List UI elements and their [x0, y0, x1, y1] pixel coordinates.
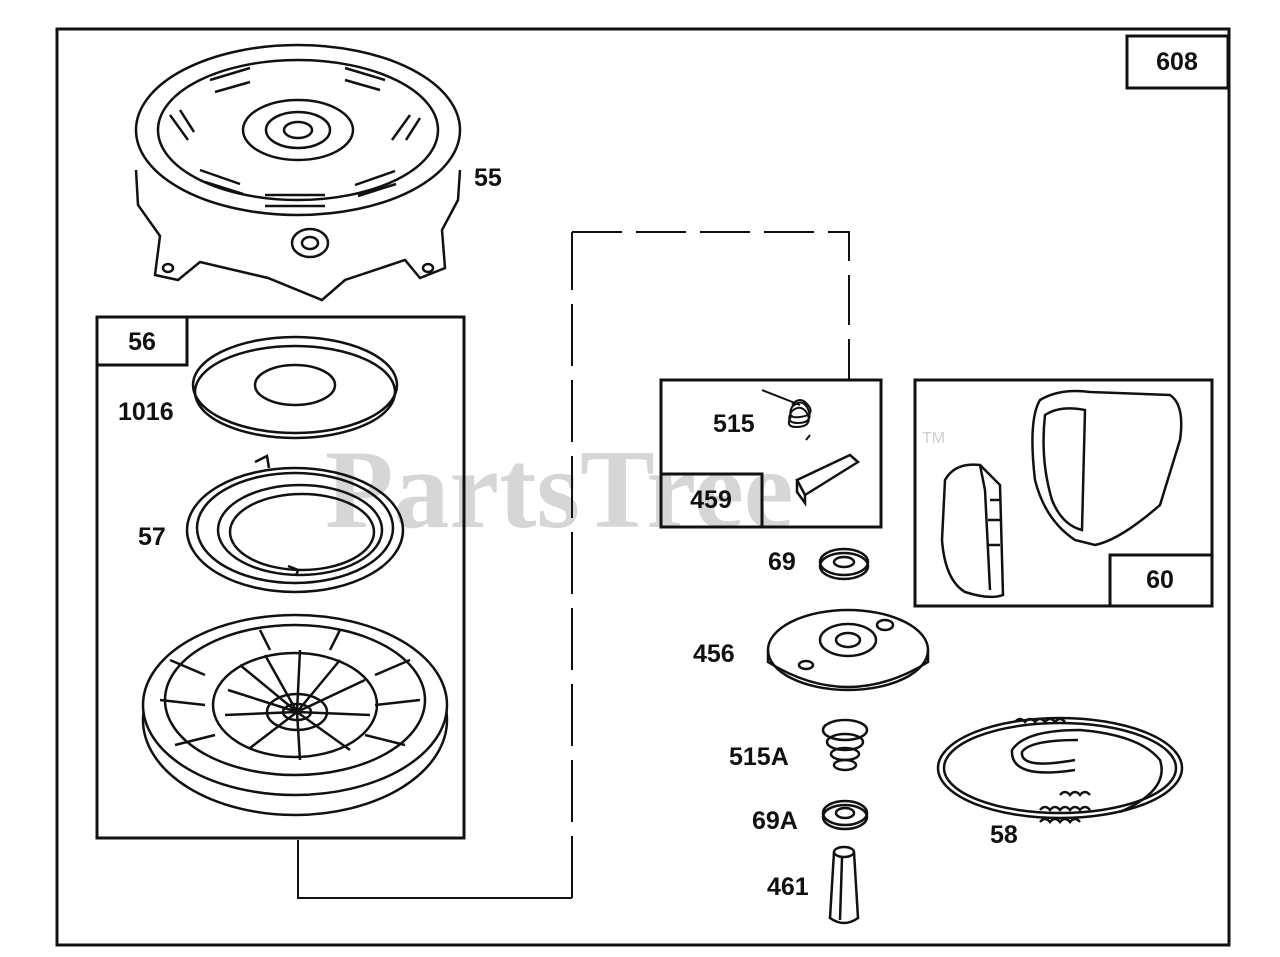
- group-60-box: [913, 378, 1214, 608]
- diagram-frame: [55, 27, 1231, 947]
- callout-60: 60: [1146, 566, 1174, 594]
- callout-55: 55: [474, 164, 502, 192]
- callout-69A: 69A: [752, 807, 798, 835]
- part-57-spring: [185, 454, 405, 594]
- callout-515: 515: [713, 410, 755, 438]
- group-459-box: [659, 378, 883, 529]
- callout-56: 56: [128, 328, 156, 356]
- part-459-pawl: [795, 453, 861, 507]
- assembly-number-box: 608: [1125, 34, 1230, 90]
- part-456-retainer: [766, 608, 930, 692]
- part-69-washer: [818, 547, 870, 581]
- part-60-handle: [940, 389, 1183, 599]
- part-55-starter-housing: [134, 43, 462, 302]
- watermark-tm: TM: [922, 430, 945, 447]
- callout-459: 459: [690, 486, 732, 514]
- callout-57: 57: [138, 523, 166, 551]
- assembly-number: 608: [1156, 48, 1198, 76]
- part-515A-spring: [821, 718, 869, 772]
- part-58-rope: [936, 716, 1184, 824]
- callout-461: 461: [767, 873, 809, 901]
- callout-69: 69: [768, 548, 796, 576]
- group-60-label-box: [1108, 553, 1214, 608]
- part-461-pin: [828, 845, 860, 925]
- group-56-box: [95, 315, 466, 840]
- part-1016-washer: [191, 335, 399, 440]
- connector-line: [297, 231, 850, 899]
- callout-456: 456: [693, 640, 735, 668]
- callout-1016: 1016: [118, 398, 174, 426]
- partstree-watermark: PartsTree TM: [325, 428, 945, 552]
- callout-58: 58: [990, 821, 1018, 849]
- group-56-label-box: [95, 315, 189, 367]
- group-459-label-box: [659, 472, 764, 529]
- pulley: [141, 613, 449, 817]
- part-515-torsion-spring: [761, 389, 812, 441]
- part-69A-washer: [821, 799, 869, 831]
- callout-515A: 515A: [729, 743, 789, 771]
